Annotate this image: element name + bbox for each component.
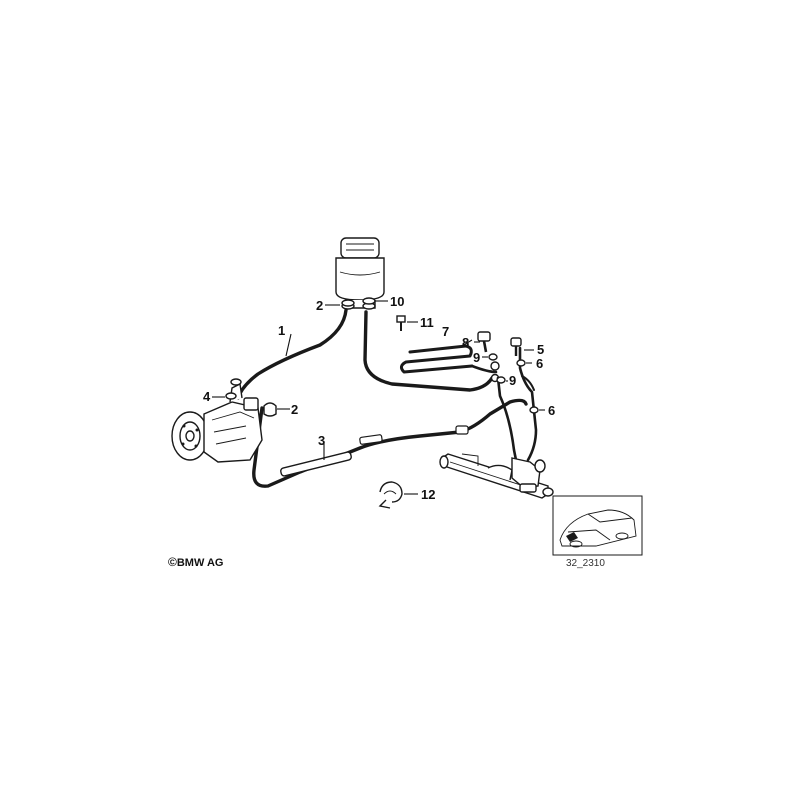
callout-2-pump: 2 (291, 402, 298, 417)
power-steering-pump (171, 378, 277, 463)
callout-7: 7 (442, 324, 449, 339)
hose-clamp-2a (341, 299, 355, 307)
cooling-coil (399, 344, 500, 383)
callout-6-lower: 6 (548, 403, 555, 418)
seal-ring-6b (529, 406, 539, 414)
hose-1 (236, 308, 348, 400)
seal-ring-6a (516, 359, 526, 367)
callout-12: 12 (421, 487, 435, 502)
seal-ring-9a (488, 353, 498, 361)
callout-9-upper: 9 (473, 350, 480, 365)
callout-4: 4 (203, 389, 211, 404)
callout-1: 1 (278, 323, 285, 338)
banjo-bolt-5 (510, 337, 522, 356)
hose-clamp-2b (263, 402, 277, 417)
callout-3: 3 (318, 433, 325, 448)
seal-ring-9b (496, 376, 506, 384)
callout-2-reservoir: 2 (316, 298, 323, 313)
seal-ring-10 (362, 297, 376, 305)
banjo-bolt-11 (396, 315, 406, 331)
vehicle-locator-thumbnail (552, 495, 643, 556)
steering-gear (439, 453, 554, 499)
copyright-symbol: © (168, 555, 177, 569)
callout-11: 11 (420, 315, 434, 330)
drawing-number: 32_2310 (566, 558, 605, 569)
callout-5: 5 (537, 342, 544, 357)
fluid-reservoir (335, 237, 385, 310)
banjo-bolt-8 (477, 331, 491, 353)
copyright-text: BMW AG (176, 557, 224, 569)
callout-8: 8 (462, 335, 469, 350)
callout-9-lower: 9 (509, 373, 516, 388)
pressure-line (496, 376, 520, 472)
seal-ring-4 (225, 392, 237, 400)
hose-clamp-12 (378, 481, 403, 509)
callout-10: 10 (390, 294, 404, 309)
callout-6-upper: 6 (536, 356, 543, 371)
copyright-notice: ©BMW AG (168, 555, 223, 569)
